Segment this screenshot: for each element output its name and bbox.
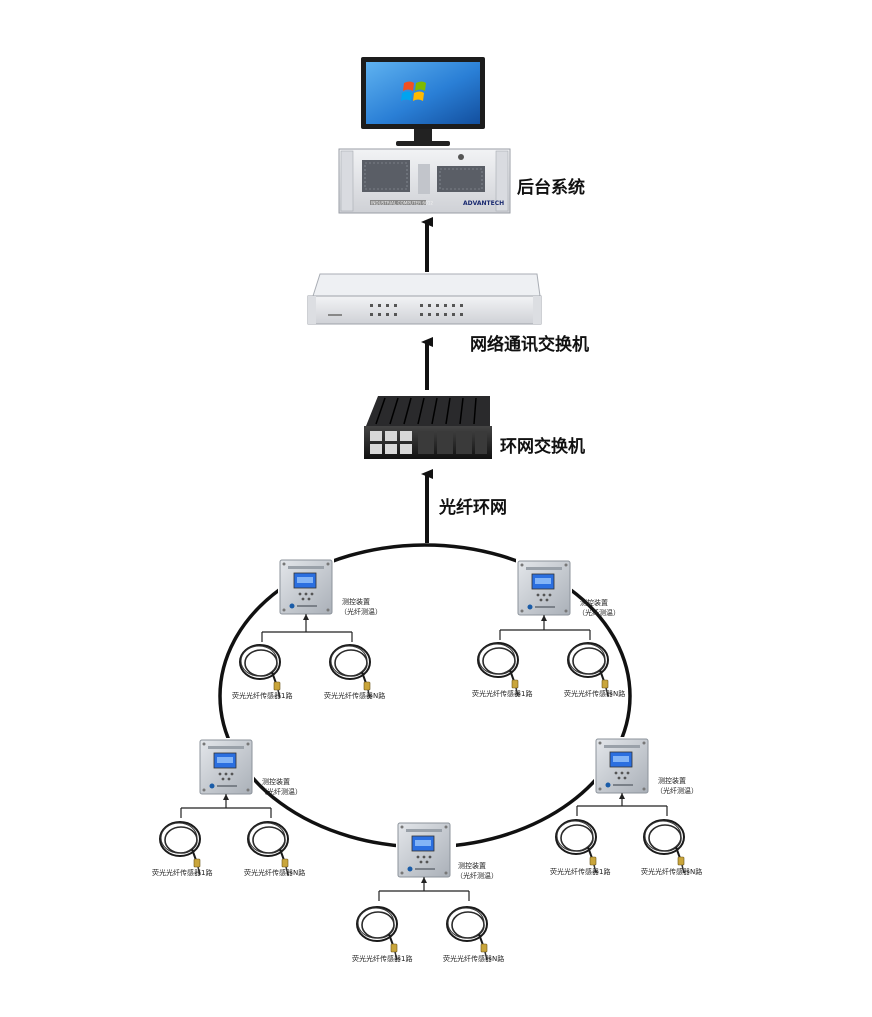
sensor-1-icon [159, 821, 201, 876]
ring-switch-label: 环网交换机 [500, 436, 585, 457]
network-switch-label: 网络通讯交换机 [470, 334, 589, 355]
device-label-line1: 测控装置 [658, 776, 686, 785]
sensor-1-icon [555, 819, 597, 874]
device-label-line2: （光纤测温） [340, 607, 382, 616]
device-label-line1: 测控装置 [342, 597, 370, 606]
sensor-1-icon [477, 642, 519, 697]
ring-switch-ports [370, 431, 487, 454]
sensor-1-label: 荧光光纤传感器1路 [472, 689, 532, 698]
measure-device-top-right: 测控装置 （光纤测温） 荧光光纤传感器1路 荧光光纤传感器N路 [472, 559, 625, 698]
backend-system: INDUSTRIAL COMPUTER 6012 ADVANTECH 后台系统 [338, 57, 585, 214]
sensor-n-label: 荧光光纤传感器N路 [443, 954, 504, 963]
sensor-n-icon [247, 821, 289, 876]
device-label-line1: 测控装置 [580, 598, 608, 607]
measure-device-mid-left: 测控装置 （光纤测温） 荧光光纤传感器1路 荧光光纤传感器N路 [152, 738, 305, 877]
windows-logo-icon [401, 81, 426, 101]
measure-device-top-left: 测控装置 （光纤测温） 荧光光纤传感器1路 荧光光纤传感器N路 [232, 558, 385, 700]
sensor-n-label: 荧光光纤传感器N路 [244, 868, 305, 877]
server-model-text: INDUSTRIAL COMPUTER 6012 [371, 201, 433, 206]
server-vent-right [437, 166, 485, 192]
fiber-ring-label: 光纤环网 [438, 497, 507, 518]
sensor-n-icon [643, 819, 685, 874]
device-label-line1: 测控装置 [458, 861, 486, 870]
device-label-line2: （光纤测温） [260, 787, 302, 796]
device-label-line2: （光纤测温） [656, 786, 698, 795]
sensor-n-icon [567, 642, 609, 697]
industrial-server: INDUSTRIAL COMPUTER 6012 ADVANTECH [338, 148, 511, 214]
sensor-1-label: 荧光光纤传感器1路 [352, 954, 412, 963]
sensor-n-label: 荧光光纤传感器N路 [324, 691, 385, 700]
device-label-line2: （光纤测温） [578, 608, 620, 617]
sensor-1-icon [356, 906, 398, 961]
sensor-1-label: 荧光光纤传感器1路 [152, 868, 212, 877]
device-label-line1: 测控装置 [262, 777, 290, 786]
sensor-n-icon [446, 906, 488, 961]
sensor-n-icon [329, 644, 371, 699]
device-label-line2: （光纤测温） [456, 871, 498, 880]
network-switch: 网络通讯交换机 [307, 273, 589, 355]
measure-device-bottom: 测控装置 （光纤测温） 荧光光纤传感器1路 荧光光纤传感器N路 [352, 821, 504, 963]
sensor-1-label: 荧光光纤传感器1路 [232, 691, 292, 700]
sensor-1-icon [239, 644, 281, 699]
switch-led-row [370, 304, 463, 316]
monitor [361, 57, 485, 146]
sensor-tree [499, 615, 591, 640]
server-vent-left [362, 160, 410, 192]
server-brand-text: ADVANTECH [463, 200, 504, 207]
sensor-n-label: 荧光光纤传感器N路 [641, 867, 702, 876]
sensor-n-label: 荧光光纤传感器N路 [564, 689, 625, 698]
ring-switch: 环网交换机 [364, 396, 585, 459]
sensor-1-label: 荧光光纤传感器1路 [550, 867, 610, 876]
measure-device-mid-right: 测控装置 （光纤测温） 荧光光纤传感器1路 荧光光纤传感器N路 [550, 737, 702, 876]
backend-label: 后台系统 [517, 177, 585, 198]
